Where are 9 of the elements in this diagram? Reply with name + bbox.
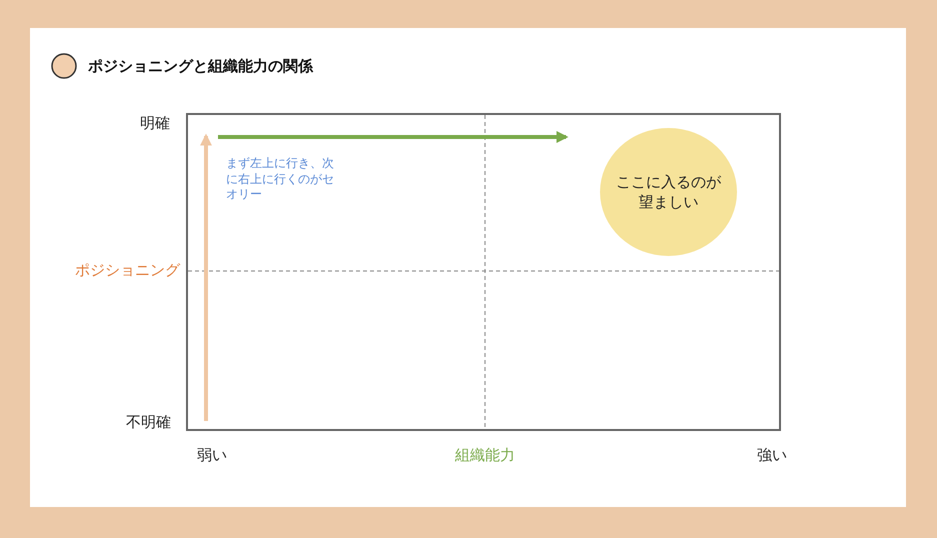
axis-label: 不明確: [126, 413, 171, 432]
axis-label: 強い: [757, 446, 787, 466]
title: ポジショニングと組織能力の関係: [88, 57, 313, 76]
axis-label: 弱い: [197, 446, 227, 466]
note-text: まず左上に行き、次に右上に行くのがセオリー: [226, 156, 335, 203]
axis-label: 明確: [140, 114, 170, 134]
axis-title: 組織能力: [455, 446, 515, 466]
axis-title: ポジショニング: [75, 261, 180, 280]
circle-label: ここに入るのが望ましい: [615, 172, 722, 212]
